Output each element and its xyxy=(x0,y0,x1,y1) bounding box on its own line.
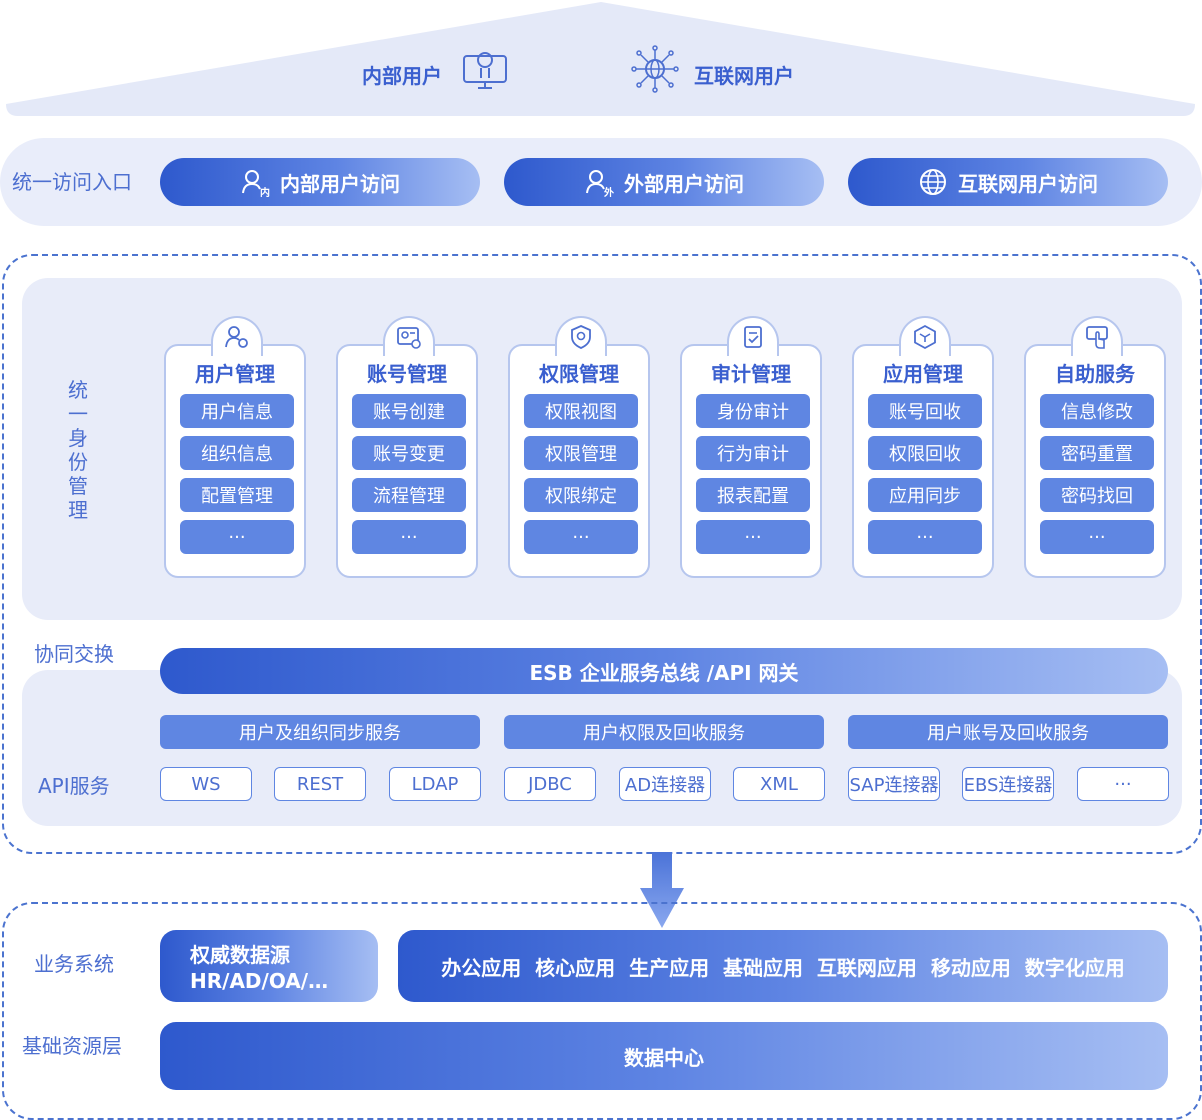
business-apps-list: 办公应用 核心应用 生产应用 基础应用 互联网应用 移动应用 数字化应用 xyxy=(441,955,1125,980)
module-card-account: 账号管理 账号创建 账号变更 流程管理 ··· xyxy=(336,316,478,578)
authority-title: 权威数据源 xyxy=(190,943,290,967)
card-title: 自助服务 xyxy=(1055,362,1135,386)
protocol-ad-connector[interactable]: AD连接器 xyxy=(619,767,711,801)
service-user-org-sync[interactable]: 用户及组织同步服务 xyxy=(160,715,480,749)
card-item[interactable]: 身份审计 xyxy=(696,394,810,428)
protocol-sap-connector[interactable]: SAP连接器 xyxy=(848,767,940,801)
card-item[interactable]: 权限回收 xyxy=(868,436,982,470)
card-icon-tab xyxy=(555,316,607,356)
identity-label-char: 统 xyxy=(68,378,88,402)
internal-access-pill[interactable]: 内 内部用户访问 xyxy=(160,158,480,206)
protocol-jdbc[interactable]: JDBC xyxy=(504,767,596,801)
card-item[interactable]: 权限绑定 xyxy=(524,478,638,512)
internet-user-label: 互联网用户 xyxy=(694,64,794,88)
data-center-bar[interactable]: 数据中心 xyxy=(160,1022,1168,1090)
account-card-icon xyxy=(397,327,421,349)
protocol-more[interactable]: ··· xyxy=(1077,767,1169,801)
card-item[interactable]: 用户信息 xyxy=(180,394,294,428)
network-globe-icon xyxy=(631,45,679,93)
business-infra-border xyxy=(2,902,1202,1120)
card-icon-tab xyxy=(211,316,263,356)
card-item[interactable]: 密码重置 xyxy=(1040,436,1154,470)
identity-management-label: 统 一 身 份 管 理 xyxy=(66,378,90,522)
down-arrow-icon xyxy=(640,852,684,928)
card-item[interactable]: 权限视图 xyxy=(524,394,638,428)
card-item[interactable]: 权限管理 xyxy=(524,436,638,470)
card-item-more[interactable]: ··· xyxy=(180,520,294,554)
card-item[interactable]: 账号变更 xyxy=(352,436,466,470)
protocol-rest[interactable]: REST xyxy=(274,767,366,801)
external-access-pill[interactable]: 外 外部用户访问 xyxy=(504,158,824,206)
protocol-ebs-connector[interactable]: EBS连接器 xyxy=(962,767,1054,801)
internal-user-label: 内部用户 xyxy=(362,64,442,88)
protocol-xml[interactable]: XML xyxy=(733,767,825,801)
external-access-label: 外部用户访问 xyxy=(624,171,744,196)
module-card-permission: 权限管理 权限视图 权限管理 权限绑定 ··· xyxy=(508,316,650,578)
infra-layer-label: 基础资源层 xyxy=(22,1034,122,1058)
card-item[interactable]: 账号创建 xyxy=(352,394,466,428)
card-item[interactable]: 密码找回 xyxy=(1040,478,1154,512)
card-item-more[interactable]: ··· xyxy=(524,520,638,554)
identity-label-char: 份 xyxy=(68,450,88,474)
cube-icon xyxy=(914,324,936,350)
user-gear-icon xyxy=(225,326,248,348)
card-title: 权限管理 xyxy=(539,362,619,386)
service-permission-recycle[interactable]: 用户权限及回收服务 xyxy=(504,715,824,749)
card-item[interactable]: 账号回收 xyxy=(868,394,982,428)
card-item-more[interactable]: ··· xyxy=(696,520,810,554)
external-user-icon: 外 xyxy=(586,170,614,197)
card-item-more[interactable]: ··· xyxy=(868,520,982,554)
internet-access-pill[interactable]: 互联网用户访问 xyxy=(848,158,1168,206)
globe-icon xyxy=(920,169,946,195)
module-card-application: 应用管理 账号回收 权限回收 应用同步 ··· xyxy=(852,316,994,578)
protocol-ldap[interactable]: LDAP xyxy=(389,767,481,801)
identity-platform-border xyxy=(2,254,1202,854)
card-item[interactable]: 组织信息 xyxy=(180,436,294,470)
card-icon-tab xyxy=(727,316,779,356)
card-item-more[interactable]: ··· xyxy=(1040,520,1154,554)
api-service-label: API服务 xyxy=(38,774,110,798)
card-item[interactable]: 应用同步 xyxy=(868,478,982,512)
internal-user-icon: 内 xyxy=(242,170,270,197)
svg-text:外: 外 xyxy=(603,186,614,197)
monitor-gear-icon xyxy=(463,52,507,89)
service-account-recycle[interactable]: 用户账号及回收服务 xyxy=(848,715,1168,749)
data-center-label: 数据中心 xyxy=(624,1045,704,1070)
business-system-label: 业务系统 xyxy=(34,952,114,976)
card-icon-tab xyxy=(383,316,435,356)
svg-text:内: 内 xyxy=(260,186,270,197)
card-item[interactable]: 报表配置 xyxy=(696,478,810,512)
audit-doc-icon xyxy=(744,326,762,348)
esb-gateway-bar[interactable]: ESB 企业服务总线 /API 网关 xyxy=(160,648,1168,694)
card-title: 账号管理 xyxy=(367,362,447,386)
card-title: 审计管理 xyxy=(711,362,791,386)
identity-label-char: 理 xyxy=(68,498,88,522)
authority-data-source[interactable]: 权威数据源 HR/AD/OA/… xyxy=(160,930,378,1002)
identity-label-char: 一 xyxy=(68,402,88,426)
touch-icon xyxy=(1086,326,1108,349)
roof-header xyxy=(6,2,1195,116)
business-apps-bar[interactable]: 办公应用 核心应用 生产应用 基础应用 互联网应用 移动应用 数字化应用 xyxy=(398,930,1168,1002)
access-label: 统一访问入口 xyxy=(12,170,132,194)
card-item-more[interactable]: ··· xyxy=(352,520,466,554)
card-icon-tab xyxy=(1071,316,1123,356)
identity-label-char: 管 xyxy=(68,474,88,498)
internal-access-label: 内部用户访问 xyxy=(280,171,400,196)
module-card-self-service: 自助服务 信息修改 密码重置 密码找回 ··· xyxy=(1024,316,1166,578)
protocol-ws[interactable]: WS xyxy=(160,767,252,801)
identity-label-char: 身 xyxy=(68,426,88,450)
authority-systems: HR/AD/OA/… xyxy=(190,969,329,993)
card-title: 用户管理 xyxy=(195,362,275,386)
card-item[interactable]: 流程管理 xyxy=(352,478,466,512)
card-item[interactable]: 信息修改 xyxy=(1040,394,1154,428)
module-card-user: 用户管理 用户信息 组织信息 配置管理 ··· xyxy=(164,316,306,578)
exchange-label: 协同交换 xyxy=(34,642,114,666)
shield-icon xyxy=(571,325,591,349)
card-item[interactable]: 配置管理 xyxy=(180,478,294,512)
card-icon-tab xyxy=(899,316,951,356)
internet-access-label: 互联网用户访问 xyxy=(958,171,1098,196)
card-item[interactable]: 行为审计 xyxy=(696,436,810,470)
module-card-audit: 审计管理 身份审计 行为审计 报表配置 ··· xyxy=(680,316,822,578)
card-title: 应用管理 xyxy=(883,362,963,386)
